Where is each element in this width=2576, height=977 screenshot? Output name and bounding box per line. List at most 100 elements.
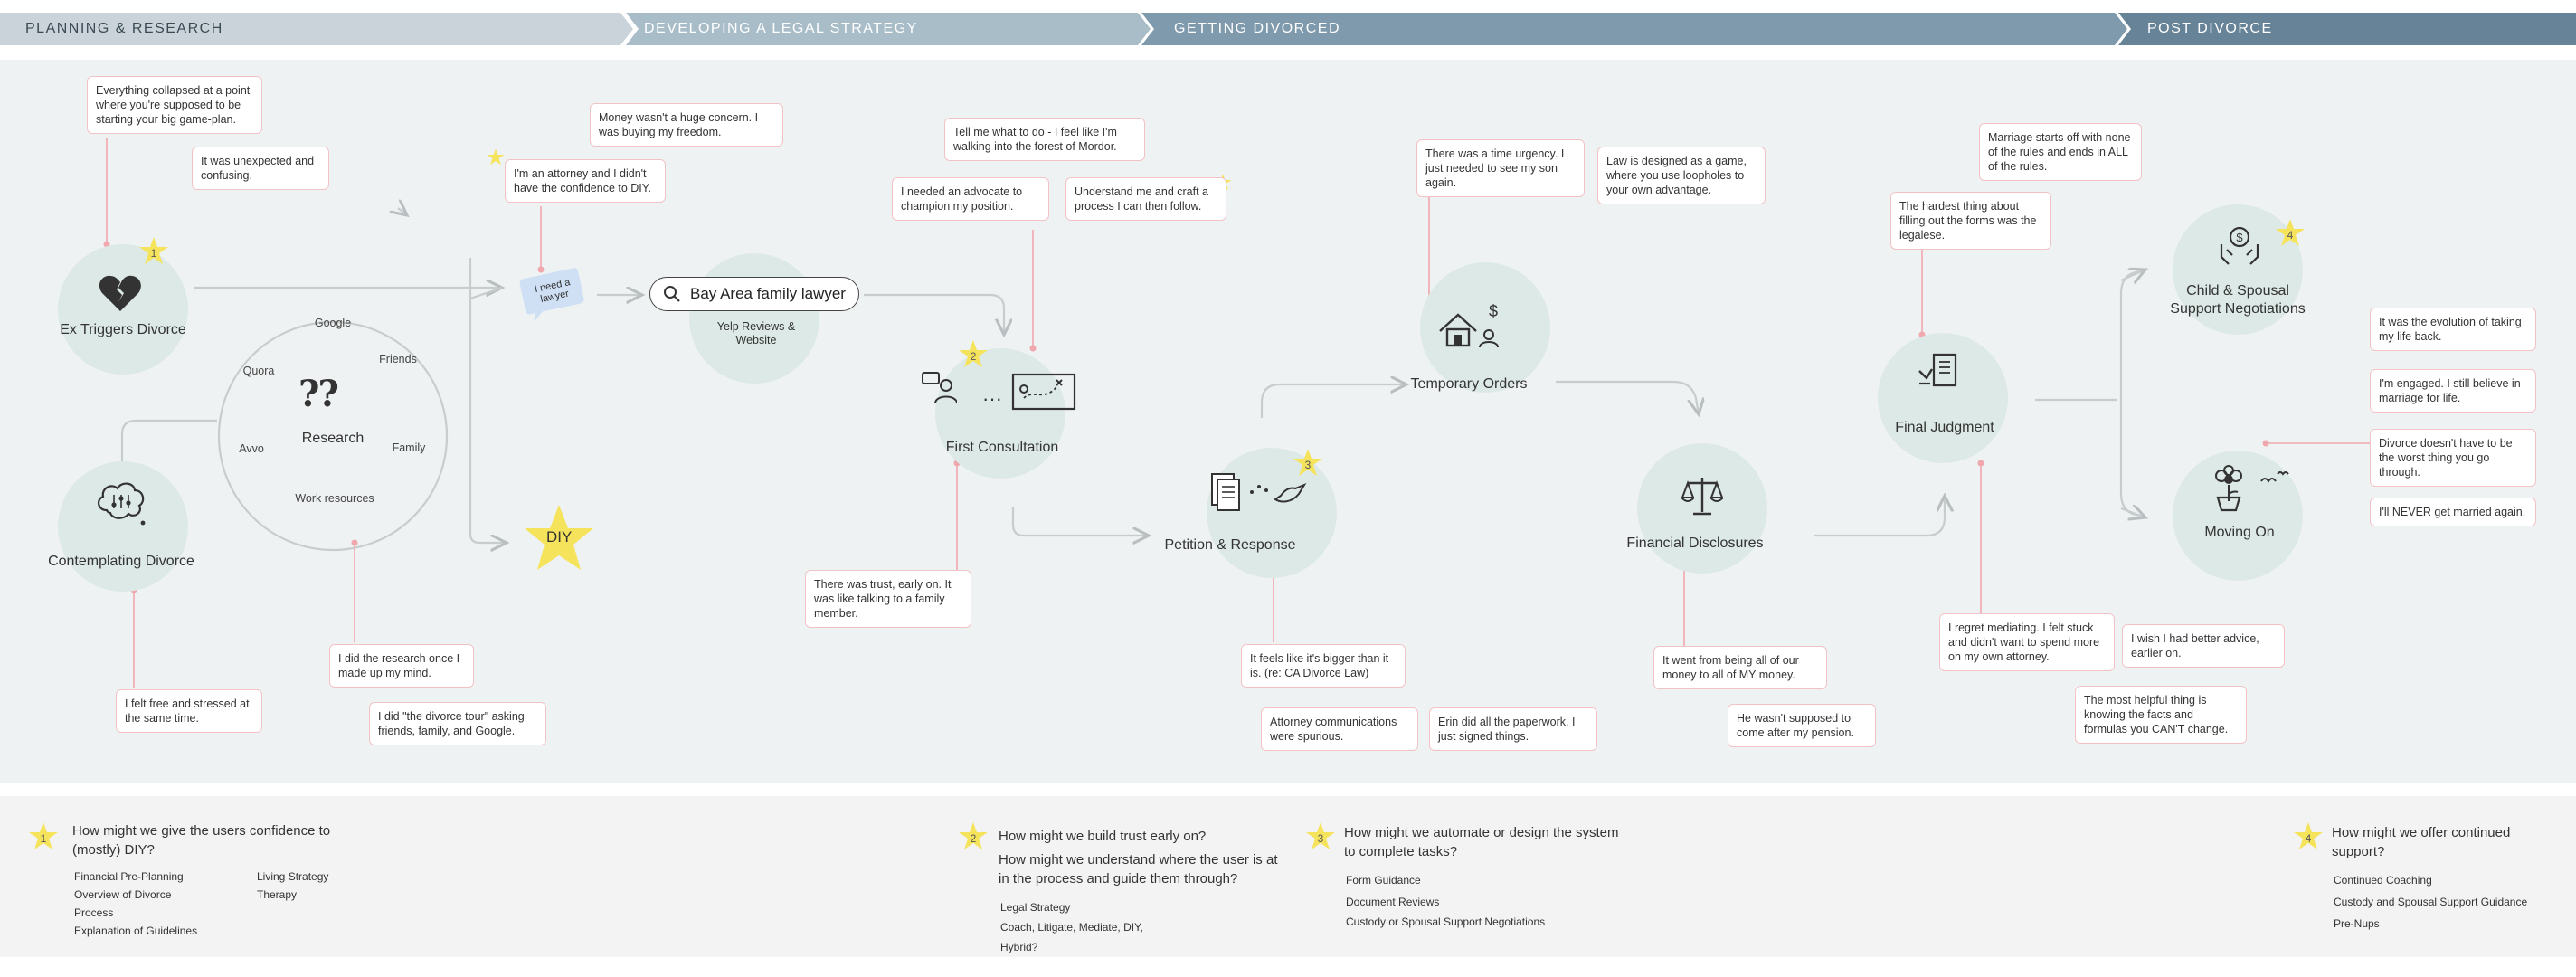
flow-arrow (469, 258, 507, 543)
ellipsis-icon: ··· (982, 387, 1002, 410)
flow-arrow (120, 419, 217, 470)
phase-getting-divorced: GETTING DIVORCED (1141, 13, 2127, 45)
stage-ex-triggers-label: Ex Triggers Divorce (60, 322, 186, 337)
advice-person-icon (922, 372, 957, 403)
hmw-item: Document Reviews (1346, 896, 1440, 908)
star-badge-3: 3 (1293, 448, 1323, 479)
hmw-item: Process (74, 906, 114, 919)
ring-label-google: Google (314, 317, 352, 329)
quote-note: The most helpful thing is knowing the fa… (2075, 686, 2247, 744)
hmw-item: Financial Pre-Planning (74, 870, 184, 883)
hmw-question-2a: How might we build trust early on? (999, 829, 1207, 844)
quote-note: Divorce doesn't have to be the worst thi… (2370, 429, 2536, 487)
flow-arrow (2120, 508, 2145, 517)
quote-note: It feels like it's bigger than it is. (r… (1241, 644, 1406, 688)
flow-arrow (2120, 270, 2145, 280)
hmw-item: Therapy (257, 888, 298, 901)
flow-arrow (398, 208, 407, 215)
quote-note: He wasn't supposed to come after my pens… (1728, 704, 1876, 747)
star-badge-1: 1 (138, 236, 169, 267)
hmw-item: Hybrid? (1000, 941, 1038, 953)
moving-on-flower-icon (2215, 465, 2289, 512)
stage-first-consultation-circle (935, 348, 1065, 479)
map-route-icon (1011, 373, 1076, 411)
quote-note: Tell me what to do - I feel like I'm wal… (944, 118, 1145, 161)
stage-research-label: Research (301, 431, 365, 446)
hmw-item: Pre-Nups (2334, 917, 2380, 930)
footer-star-3: 3 (1305, 821, 1336, 852)
flow-arrow (864, 293, 1004, 335)
lawyer-search-input[interactable]: Bay Area family lawyer (649, 277, 859, 311)
judgment-scroll-icon (1918, 353, 1957, 387)
question-marks-icon: ?? (298, 373, 339, 415)
stage-first-consultation-label: First Consultation (945, 440, 1059, 455)
hmw-item: Legal Strategy (1000, 901, 1071, 914)
footer-star-1: 1 (28, 821, 59, 852)
ring-label-avvo: Avvo (239, 442, 264, 455)
stage-final-judgment-label: Final Judgment (1895, 420, 1994, 435)
flow-arrow (1260, 384, 1406, 418)
hmw-item: Form Guidance (1346, 874, 1421, 887)
svg-text:$: $ (2236, 231, 2243, 244)
stage-search-circle (689, 253, 819, 384)
ring-label-work-resources: Work resources (295, 492, 374, 505)
hmw-question-1: How might we give the users confidence t… (72, 823, 331, 858)
broken-heart-icon (99, 275, 141, 311)
stage-petition-label: Petition & Response (1164, 537, 1296, 553)
documents-bird-icon (1211, 473, 1307, 511)
dollar-icon: $ (1489, 302, 1499, 320)
quote-note: I felt free and stressed at the same tim… (116, 689, 262, 733)
quote-note: I did "the divorce tour" asking friends,… (369, 702, 546, 745)
stage-financial-disclosures-label: Financial Disclosures (1626, 536, 1764, 551)
hmw-item: Explanation of Guidelines (74, 925, 198, 937)
stage-temporary-orders-label: Temporary Orders (1410, 376, 1528, 392)
quote-note: There was a time urgency. I just needed … (1416, 139, 1585, 197)
stage-child-spousal-circle (2173, 204, 2303, 335)
yelp-reviews-website: Yelp Reviews & Website (716, 320, 796, 346)
quote-note: Erin did all the paperwork. I just signe… (1429, 707, 1597, 751)
hmw-question-2b: How might we understand where the user i… (999, 852, 1278, 887)
stage-ex-triggers-circle (58, 244, 188, 375)
hmw-item: Living Strategy (257, 870, 329, 883)
ring-label-family: Family (392, 441, 426, 454)
flow-arrow (469, 286, 503, 300)
quote-note: I'm an attorney and I didn't have the co… (505, 159, 666, 203)
star-badge-4: 4 (2275, 218, 2306, 249)
stage-moving-on-label: Moving On (2204, 525, 2275, 540)
search-icon (664, 286, 680, 302)
flow-arrow (2119, 270, 2145, 517)
footer-star-4: 4 (2293, 821, 2324, 852)
hmw-item: Coach, Litigate, Mediate, DIY, (1000, 921, 1143, 934)
support-hands-icon: $ (2220, 226, 2259, 265)
flow-arrow (1814, 496, 1945, 537)
quote-note: Understand me and craft a process I can … (1065, 177, 1226, 221)
quote-note: I needed an advocate to champion my posi… (892, 177, 1049, 221)
quote-note: I did the research once I made up my min… (329, 644, 474, 688)
quote-note: It was unexpected and confusing. (192, 147, 329, 190)
scales-icon (1681, 478, 1724, 516)
stage-child-spousal-label: Child & Spousal Support Negotiations (2170, 283, 2306, 317)
quote-note: Everything collapsed at a point where yo… (87, 76, 262, 134)
quote-note: It went from being all of our money to a… (1653, 646, 1827, 689)
quote-note: There was trust, early on. It was like t… (805, 570, 971, 628)
quote-note: Money wasn't a huge concern. I was buyin… (590, 103, 783, 147)
quote-note: I'm engaged. I still believe in marriage… (2370, 369, 2536, 413)
ring-label-quora: Quora (242, 365, 275, 377)
hmw-item: Custody and Spousal Support Guidance (2334, 896, 2528, 908)
flow-arrow (1011, 507, 1149, 536)
star-badge-2: 2 (958, 339, 989, 370)
quote-note: Attorney communications were spurious. (1261, 707, 1418, 751)
phase-planning: PLANNING & RESEARCH (0, 13, 633, 45)
hmw-item: Custody or Spousal Support Negotiations (1346, 915, 1546, 928)
hmw-item: Continued Coaching (2334, 874, 2432, 887)
hmw-question-4: How might we offer continued support? (2332, 825, 2511, 859)
hmw-question-3: How might we automate or design the syst… (1344, 825, 1619, 859)
diy-label: DIY (546, 528, 573, 545)
phase-legal-strategy: DEVELOPING A LEGAL STRATEGY (626, 13, 1151, 45)
house-custody-icon (1439, 313, 1499, 348)
speech-bubble-shape (519, 268, 584, 320)
phase-post-divorce: POST DIVORCE (2118, 13, 2576, 45)
quote-note: I regret mediating. I felt stuck and did… (1939, 613, 2115, 671)
